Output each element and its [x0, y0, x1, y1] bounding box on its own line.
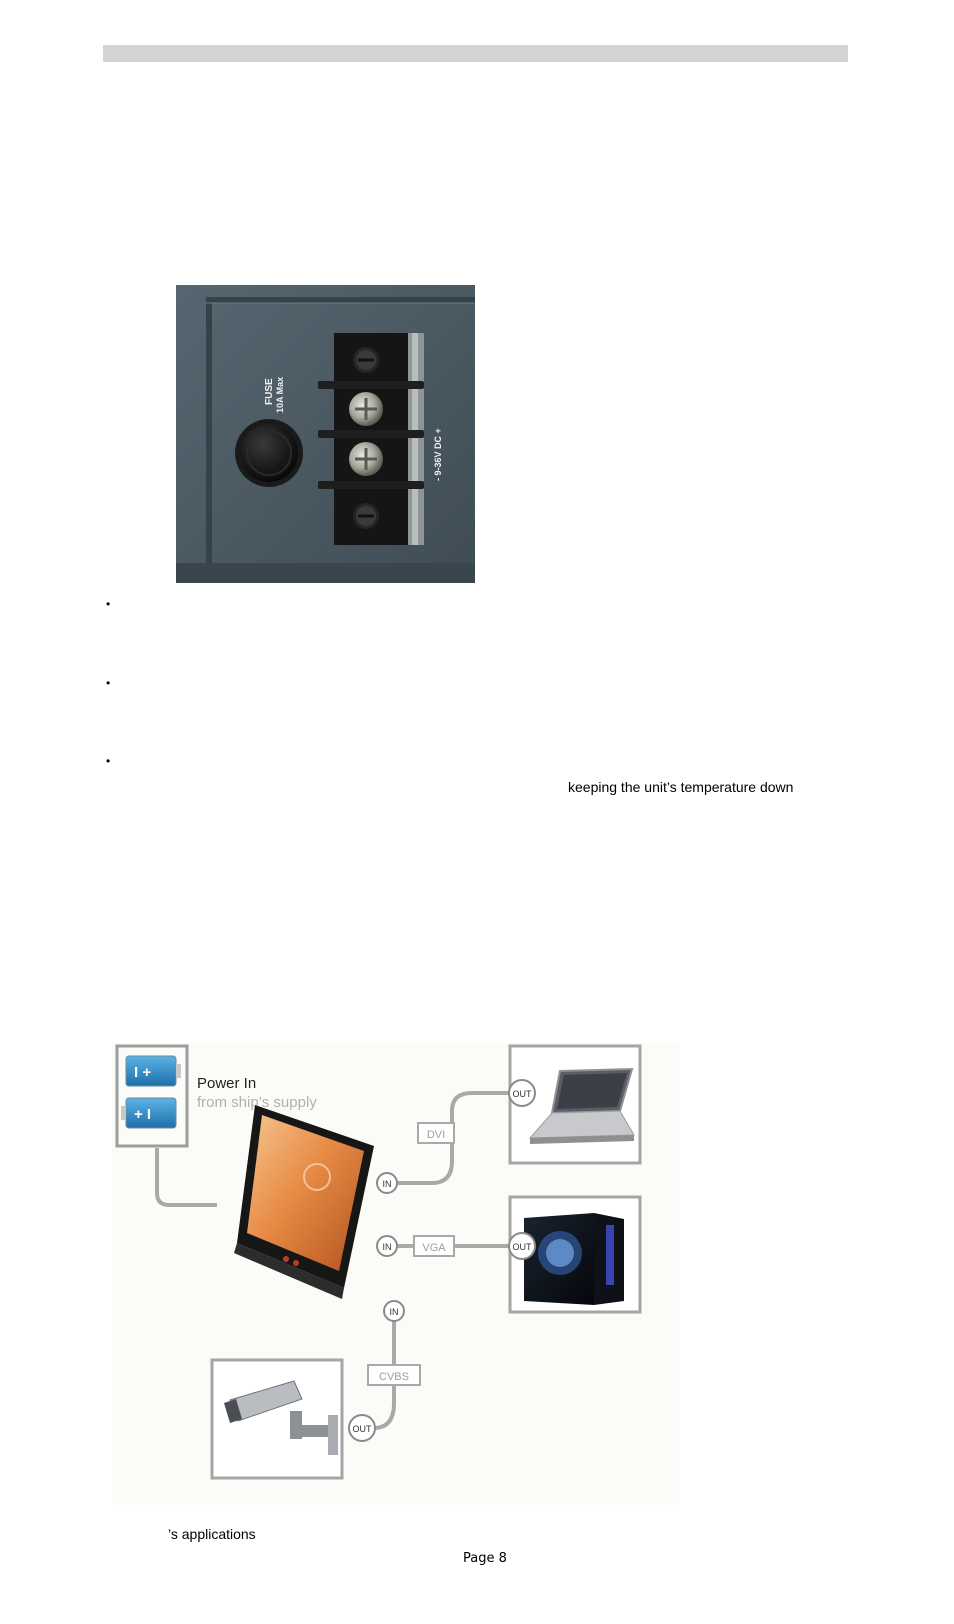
out-badge-laptop: OUT [508, 1079, 536, 1107]
fuse-rating: 10A Max [275, 377, 285, 413]
temperature-text: keeping the unit’s temperature down [568, 779, 794, 795]
cvbs-label: CVBS [379, 1371, 409, 1383]
applications-text: ’s applications [168, 1526, 256, 1542]
dvi-label: DVI [427, 1129, 445, 1141]
power-in-subtitle: from ship’s supply [197, 1094, 317, 1111]
in-badge-dvi: IN [376, 1172, 398, 1194]
voltage-label: - 9-36V DC + [433, 428, 443, 481]
in-badge-cvbs: IN [383, 1300, 405, 1322]
monitor-icon [234, 1105, 374, 1299]
computer-tower-icon [524, 1213, 624, 1305]
bullet-1: • [106, 597, 111, 611]
battery-bottom-symbols: + I [134, 1106, 151, 1123]
out-label-camera: OUT [353, 1424, 373, 1434]
power-in-title: Power In [197, 1075, 256, 1092]
bullet-3: • [106, 754, 111, 768]
cvbs-connector-label: CVBS [367, 1364, 421, 1386]
terminal-block-illustration: FUSE 10A Max - 9-36V DC + [176, 285, 475, 583]
in-label-vga: IN [383, 1242, 392, 1252]
battery-top-symbols: I + [134, 1064, 151, 1081]
security-camera-icon [224, 1380, 338, 1455]
battery-top-icon: I + [125, 1055, 181, 1087]
terminal-block-photo: FUSE 10A Max - 9-36V DC + [176, 285, 475, 583]
battery-bottom-icon: + I [121, 1097, 177, 1129]
connection-diagram: I + + I Power In from ship’s supply [112, 1043, 680, 1505]
header-bar [103, 45, 848, 62]
fuse-label: FUSE [264, 378, 275, 405]
vga-connector-label: VGA [413, 1235, 455, 1257]
laptop-icon [528, 1067, 635, 1144]
dvi-connector-label: DVI [417, 1122, 455, 1144]
in-label-cvbs: IN [390, 1307, 399, 1317]
in-label-dvi: IN [383, 1179, 392, 1189]
vga-label: VGA [422, 1242, 446, 1254]
connection-diagram-drawing: I + + I Power In from ship’s supply [115, 1044, 642, 1480]
bullet-2: • [106, 676, 111, 690]
out-label-laptop: OUT [513, 1089, 533, 1099]
page-number: Page 8 [463, 1551, 507, 1566]
out-badge-computer: OUT [508, 1232, 536, 1260]
in-badge-vga: IN [376, 1235, 398, 1257]
out-label-computer: OUT [513, 1242, 533, 1252]
out-badge-camera: OUT [348, 1414, 376, 1442]
